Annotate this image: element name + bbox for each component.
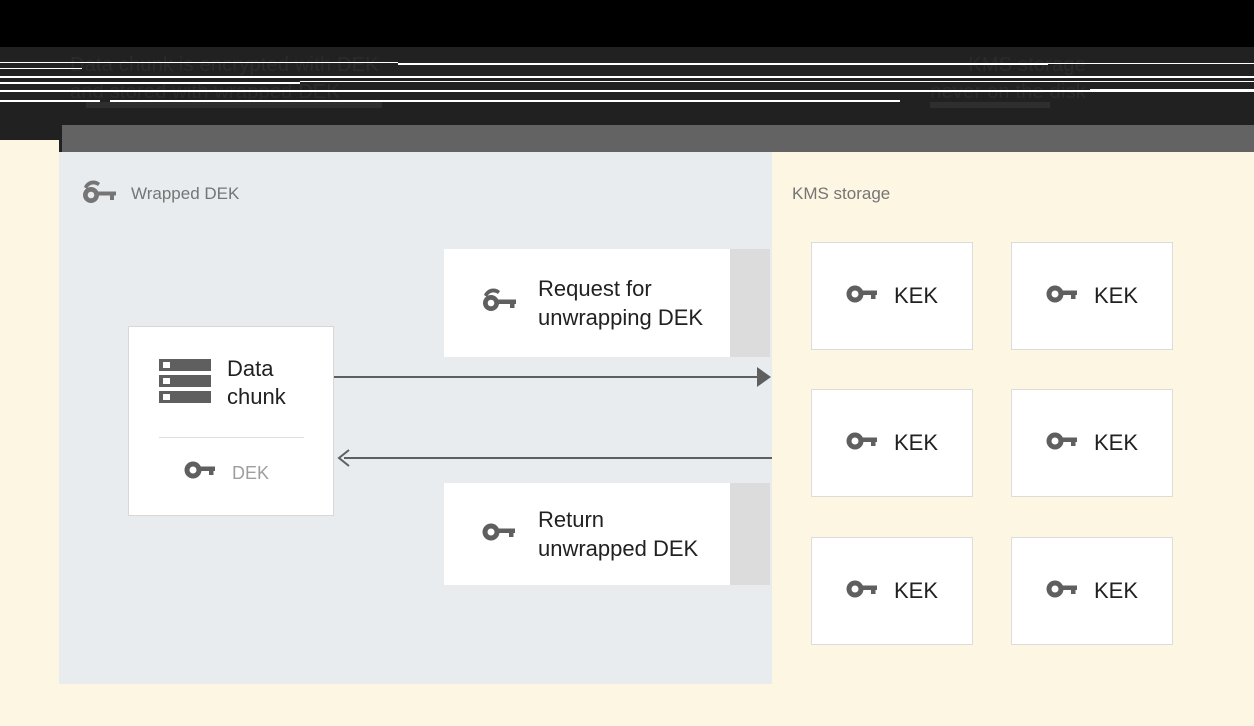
header-title-right: KMS storage never on the disk (930, 54, 1086, 103)
data-chunk-divider (159, 437, 304, 438)
data-chunk-card[interactable]: Data chunk DEK (128, 326, 334, 516)
request-card-edge-strip (730, 249, 770, 357)
key-icon (846, 283, 878, 310)
kek-card[interactable]: KEK (811, 242, 973, 350)
key-icon (1046, 430, 1078, 457)
data-chunk-title: Data chunk (227, 356, 286, 409)
header-gray-band (0, 125, 1254, 152)
kek-card-label: KEK (893, 578, 939, 603)
wrapped-dek-panel-label: Wrapped DEK (131, 184, 240, 203)
header-title-left: Data chunk is encrypted with DEK and sto… (70, 54, 379, 103)
arrow-from-kms-line (344, 457, 772, 459)
return-unwrapped-label: Return unwrapped DEK (538, 507, 699, 561)
key-icon (1046, 283, 1078, 310)
arrow-from-kms-head-icon (336, 449, 350, 467)
key-icon (480, 519, 518, 550)
kek-card-label: KEK (1093, 283, 1139, 308)
key-icon (184, 459, 216, 486)
kek-card[interactable]: KEK (1011, 537, 1173, 645)
header-cream-notch (0, 140, 59, 152)
kek-card-label: KEK (893, 430, 939, 455)
key-icon (1046, 578, 1078, 605)
kek-card[interactable]: KEK (1011, 242, 1173, 350)
kek-card[interactable]: KEK (811, 389, 973, 497)
return-unwrapped-card[interactable]: Return unwrapped DEK (444, 483, 770, 585)
data-chunk-header: Data chunk (159, 355, 313, 411)
key-icon (846, 578, 878, 605)
return-card-edge-strip (730, 483, 770, 585)
arrow-to-kms-head-icon (757, 367, 771, 387)
kek-card-label: KEK (893, 283, 939, 308)
kek-card[interactable]: KEK (811, 537, 973, 645)
data-chunk-dek-row: DEK (184, 459, 269, 486)
data-chunk-dek-label: DEK (232, 462, 270, 483)
kek-card-label: KEK (1093, 430, 1139, 455)
request-unwrap-card[interactable]: Request for unwrapping DEK (444, 249, 770, 357)
top-black-band (0, 0, 1254, 47)
kek-card[interactable]: KEK (1011, 389, 1173, 497)
wrapped-key-icon (480, 286, 518, 321)
key-icon (846, 430, 878, 457)
wrapped-key-icon (80, 179, 118, 207)
request-unwrap-label: Request for unwrapping DEK (538, 276, 704, 330)
arrow-to-kms-line (334, 376, 762, 378)
kek-card-label: KEK (1093, 578, 1139, 603)
storage-chunk-icon (159, 358, 211, 409)
kms-storage-panel-label: KMS storage (792, 184, 891, 203)
